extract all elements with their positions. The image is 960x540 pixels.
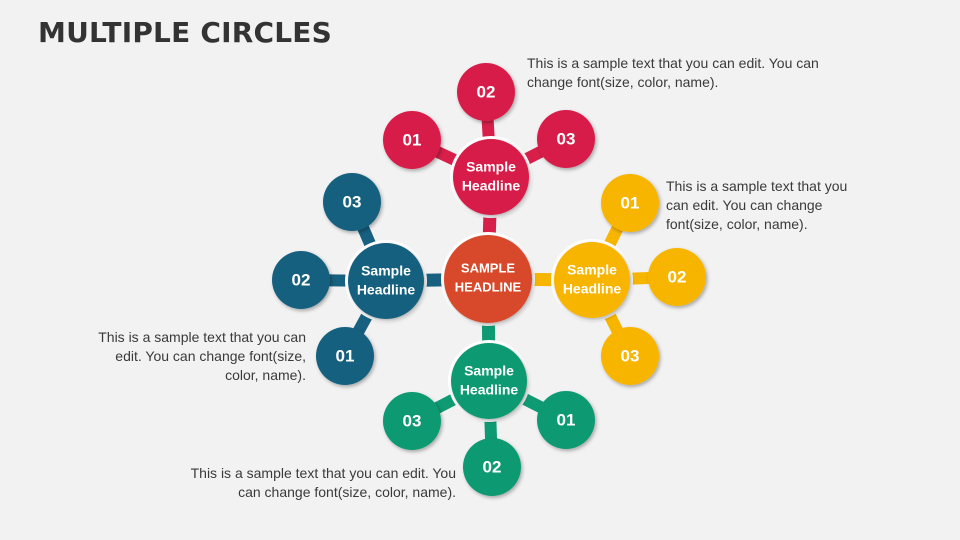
hub-label-line1: Sample [567,262,617,278]
note-yellow: This is a sample text that you can edit.… [666,178,848,232]
satellite-label: 02 [477,82,496,101]
satellite-label: 02 [292,270,311,289]
satellite-label: 03 [621,346,640,365]
center-label-line2: HEADLINE [455,279,522,294]
satellite-red-03 [537,110,595,168]
hub-label-line2: Headline [462,178,521,194]
satellite-red-01 [383,111,441,169]
center-node: SAMPLE HEADLINE [441,232,535,326]
hub-yellow [554,242,630,318]
hub-label-line2: Headline [357,282,416,298]
satellite-blue-02 [272,251,330,309]
satellite-label: 01 [557,410,576,429]
page-title: MULTIPLE CIRCLES [38,16,332,49]
satellite-yellow-03 [601,327,659,385]
satellite-blue-03 [323,173,381,231]
center-label-line1: SAMPLE [461,260,516,275]
satellite-label: 02 [483,457,502,476]
satellite-yellow-02 [648,248,706,306]
nodes: 010203SampleHeadline010203SampleHeadline… [272,63,706,496]
satellite-label: 03 [403,411,422,430]
note-blue: This is a sample text that you can edit.… [98,329,306,383]
hub-label-line2: Headline [460,382,519,398]
satellite-yellow-01 [601,174,659,232]
satellite-green-02 [463,438,521,496]
satellite-blue-01 [316,327,374,385]
satellite-label: 02 [668,267,687,286]
satellite-label: 01 [403,130,422,149]
hub-label-line1: Sample [464,363,514,379]
satellite-label: 03 [557,129,576,148]
hub-red [453,139,529,215]
satellite-label: 01 [621,193,640,212]
satellite-red-02 [457,63,515,121]
note-green: This is a sample text that you can edit.… [190,465,456,500]
satellite-green-01 [537,391,595,449]
hub-label-line1: Sample [361,263,411,279]
hub-blue [348,243,424,319]
hub-label-line1: Sample [466,159,516,175]
hub-label-line2: Headline [563,281,622,297]
satellite-label: 03 [343,192,362,211]
satellite-label: 01 [336,346,355,365]
satellite-green-03 [383,392,441,450]
note-red: This is a sample text that you can edit.… [527,55,819,90]
center-circle [444,235,532,323]
hub-green [451,343,527,419]
